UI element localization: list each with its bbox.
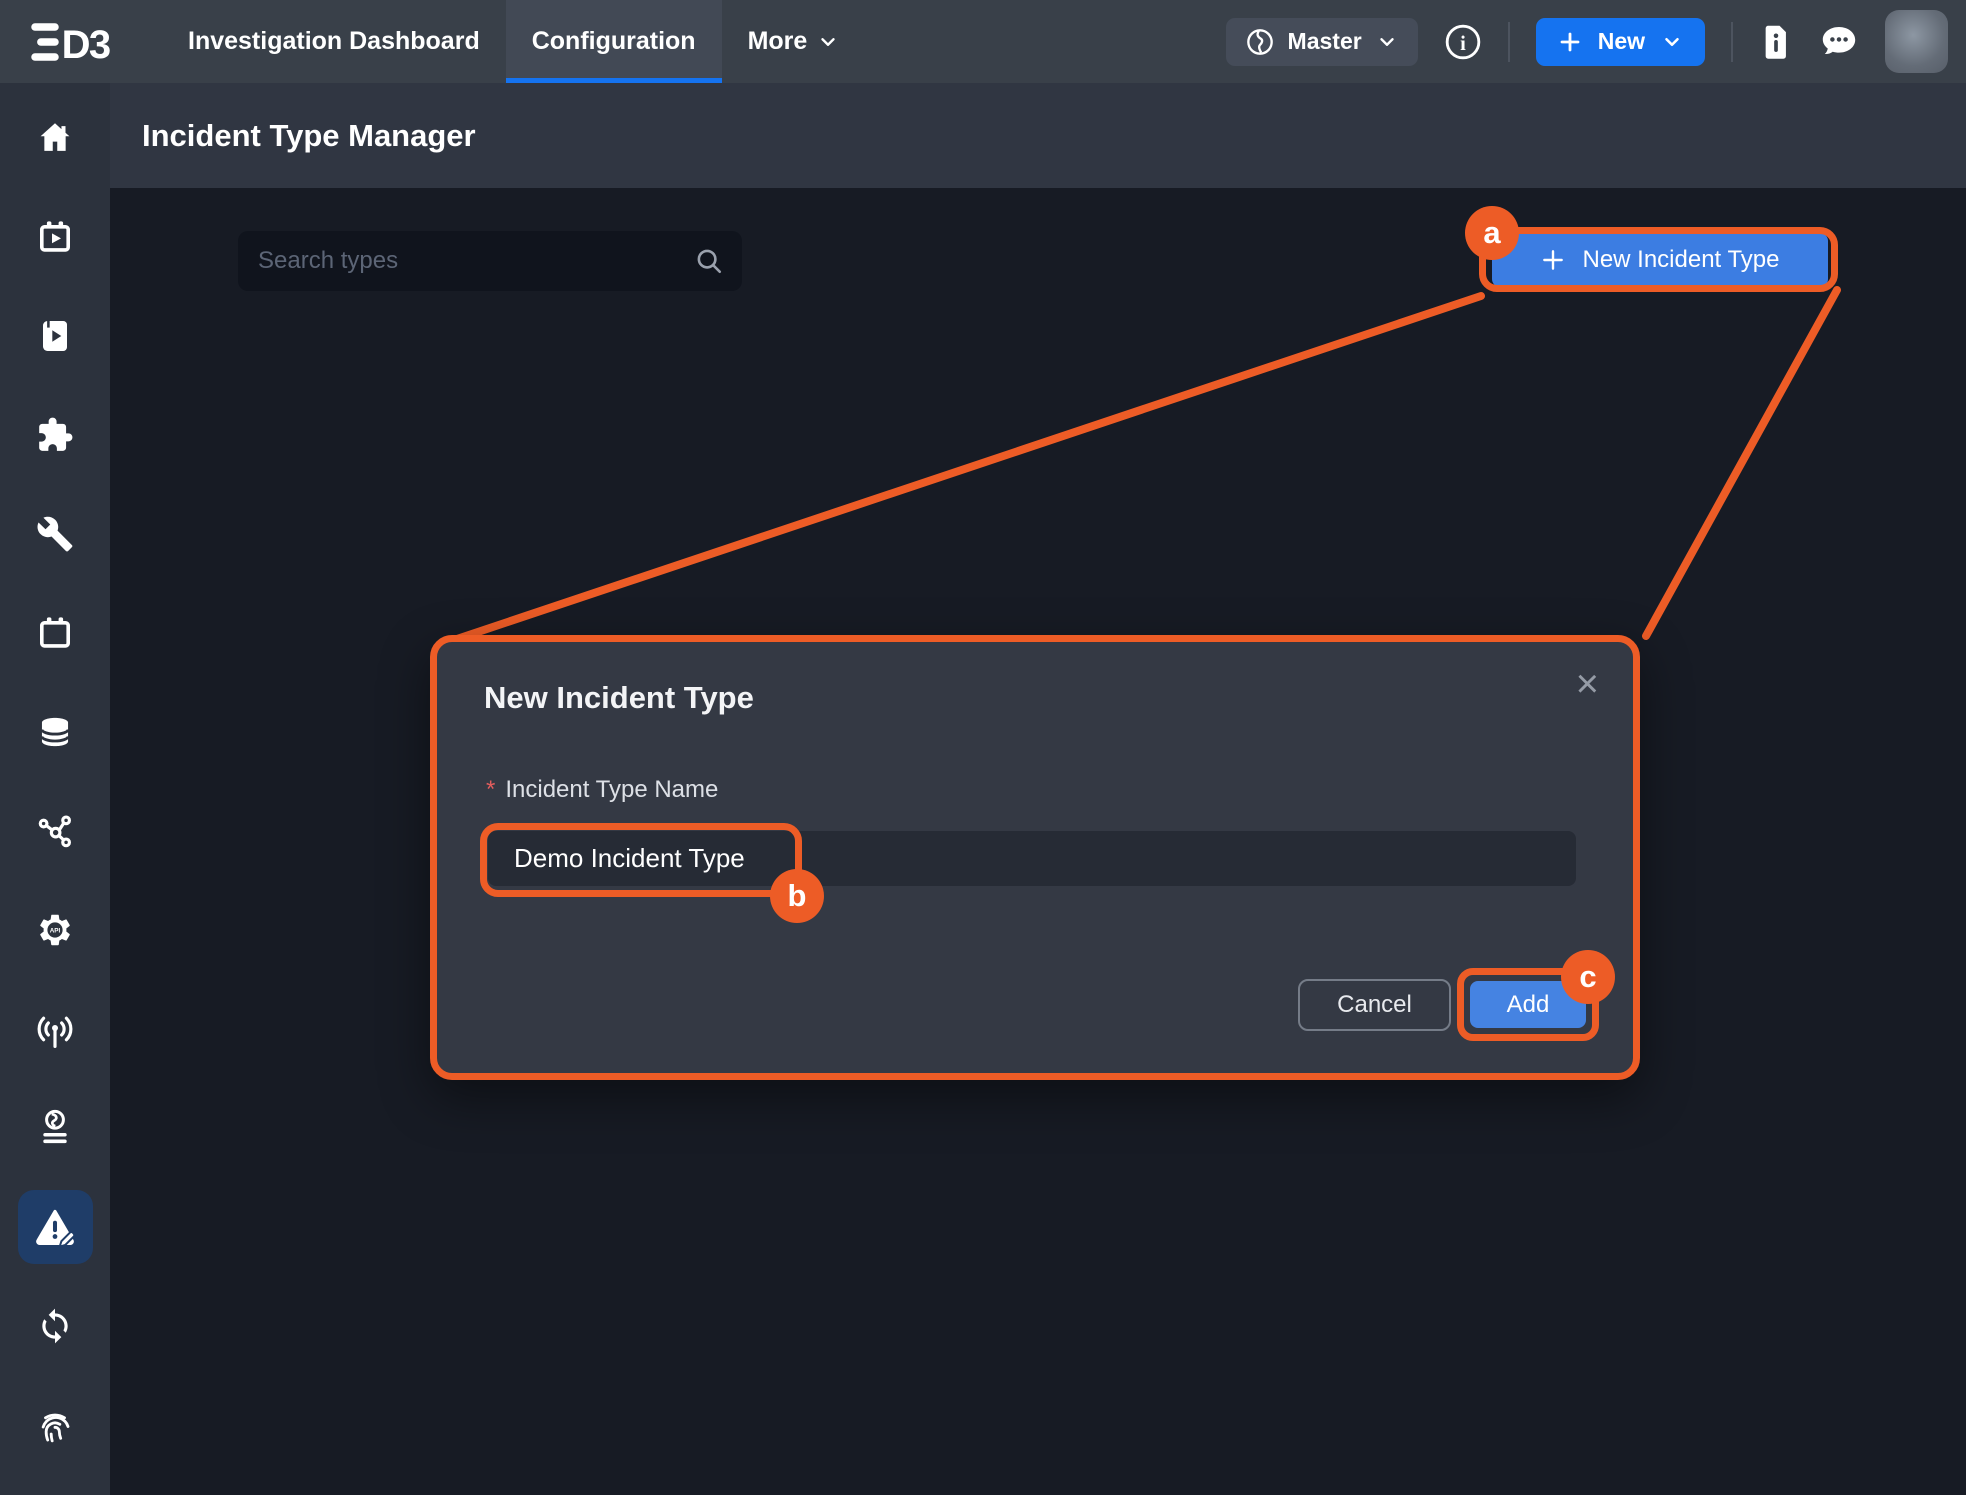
sidebar-item-playbook[interactable] [18, 306, 93, 365]
chevron-down-icon [817, 31, 839, 53]
topbar: D3 Investigation Dashboard Configuration… [0, 0, 1966, 83]
sidebar-item-authentication[interactable] [18, 1396, 93, 1455]
globe-lines-icon [43, 1110, 67, 1144]
sidebar-item-tools[interactable] [18, 504, 93, 563]
cancel-button[interactable]: Cancel [1298, 979, 1451, 1031]
share-nodes-icon [38, 815, 71, 848]
sidebar-item-sync[interactable] [18, 1297, 93, 1356]
required-marker: * [486, 776, 496, 803]
database-icon [40, 718, 70, 747]
chevron-down-icon [1665, 37, 1679, 46]
nav-configuration[interactable]: Configuration [505, 0, 722, 83]
new-incident-type-button[interactable]: New Incident Type [1492, 233, 1828, 287]
svg-text:D3: D3 [62, 22, 110, 64]
tools-icon [37, 516, 73, 552]
nav-label: More [747, 27, 808, 55]
sidebar-item-global-settings[interactable] [18, 1099, 93, 1158]
nav-label: Investigation Dashboard [188, 27, 480, 55]
nav-investigation-dashboard[interactable]: Investigation Dashboard [162, 0, 506, 83]
sidebar-item-link-analysis[interactable] [18, 802, 93, 861]
new-button-label: New [1597, 28, 1645, 54]
globe-icon [1246, 28, 1273, 55]
d3-logo-icon: D3 [31, 22, 112, 65]
sidebar-item-home[interactable] [18, 108, 93, 167]
svg-text:API: API [50, 928, 61, 935]
playbook-icon [43, 320, 67, 351]
api-gear-icon: API [40, 915, 70, 946]
broadcast-icon [37, 1017, 73, 1049]
workspace-label: Master [1287, 28, 1362, 54]
search-icon[interactable] [694, 246, 724, 276]
new-button[interactable]: New [1535, 17, 1705, 66]
incident-type-name-input[interactable] [488, 831, 1576, 886]
sidebar-item-integrations[interactable] [18, 405, 93, 464]
add-button[interactable]: Add [1470, 981, 1586, 1028]
calendar-play-icon [40, 221, 71, 252]
modal-title: New Incident Type [484, 680, 754, 715]
sidebar-item-database[interactable] [18, 703, 93, 762]
new-incident-type-label: New Incident Type [1582, 246, 1780, 273]
avatar[interactable] [1885, 10, 1948, 73]
close-icon[interactable]: × [1575, 662, 1599, 706]
home-icon [40, 122, 70, 151]
fingerprint-icon [41, 1413, 70, 1442]
chevron-down-icon [1380, 37, 1394, 46]
divider [1731, 21, 1733, 62]
field-label-text: Incident Type Name [505, 776, 719, 803]
plus-icon [1543, 250, 1564, 270]
plus-icon [1560, 32, 1580, 51]
search-input[interactable] [238, 231, 694, 291]
sidebar-item-api[interactable]: API [18, 901, 93, 960]
page-header: Incident Type Manager [110, 83, 1966, 188]
topbar-right: Master i New [1225, 10, 1966, 73]
sidebar-item-broadcast[interactable] [18, 1000, 93, 1059]
main-nav: Investigation Dashboard Configuration Mo… [162, 0, 865, 83]
nav-label: Configuration [531, 27, 696, 55]
sidebar: API [0, 83, 110, 1495]
incident-type-name-label: * Incident Type Name [486, 776, 718, 804]
incident-edit-icon [36, 1209, 76, 1248]
new-incident-type-modal: × New Incident Type *Incident Type Name … [430, 635, 1640, 1080]
d3-logo[interactable]: D3 [30, 19, 130, 65]
release-notes-icon[interactable] [1759, 22, 1793, 62]
search-box [238, 231, 742, 291]
page-title: Incident Type Manager [142, 117, 476, 153]
puzzle-icon [39, 417, 73, 451]
divider [1507, 21, 1510, 62]
nav-more[interactable]: More [722, 0, 866, 83]
chat-icon[interactable] [1819, 24, 1859, 60]
sync-icon [42, 1309, 68, 1344]
sidebar-item-calendar-play[interactable] [18, 207, 93, 266]
sidebar-item-incident-type-manager[interactable] [17, 1190, 93, 1264]
sidebar-item-calendar[interactable] [18, 603, 93, 662]
calendar-icon [40, 617, 71, 648]
info-icon[interactable]: i [1444, 23, 1482, 61]
svg-text:i: i [1460, 32, 1466, 54]
workspace-selector[interactable]: Master [1225, 17, 1418, 66]
